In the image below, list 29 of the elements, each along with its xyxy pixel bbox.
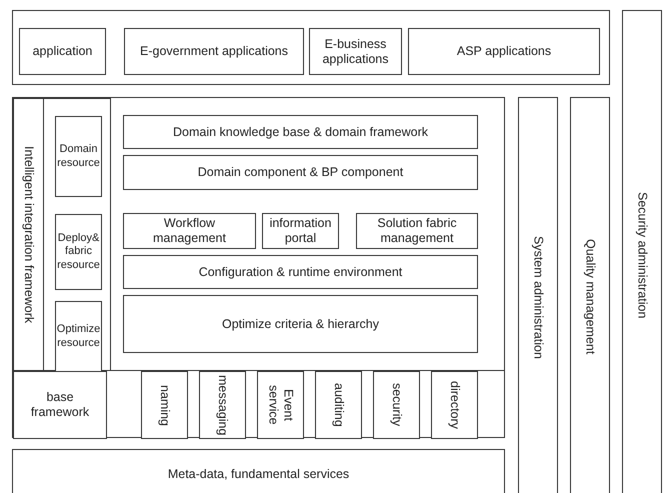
component-box: application	[19, 28, 106, 75]
component-box: Configuration & runtime environment	[123, 255, 478, 289]
component-box: ASP applications	[408, 28, 600, 75]
layer-frame	[43, 98, 111, 371]
component-box: Meta-data, fundamental services	[12, 449, 505, 493]
layer-frame	[12, 10, 610, 85]
component-box: Domain resource	[55, 116, 102, 197]
vertical-label-box: Quality management	[570, 97, 610, 493]
layer-frame	[12, 97, 505, 438]
vertical-label-box: directory	[431, 371, 478, 439]
component-box: base framework	[13, 371, 107, 439]
component-box: Optimize resource	[55, 301, 102, 372]
component-box: Domain knowledge base & domain framework	[123, 115, 478, 149]
component-box: E-government applications	[124, 28, 304, 75]
vertical-label-box: System administration	[518, 97, 558, 493]
vertical-label-box: naming	[141, 371, 188, 439]
component-box: Optimize criteria & hierarchy	[123, 295, 478, 353]
component-box: Workflow management	[123, 213, 256, 249]
vertical-label-box: Intelligent integration framework	[13, 98, 44, 371]
vertical-label-box: Security administration	[622, 10, 662, 493]
component-box: E-business applications	[309, 28, 402, 75]
vertical-label-box: Event service	[257, 371, 304, 439]
vertical-label-box: messaging	[199, 371, 246, 439]
component-box: Solution fabric management	[356, 213, 478, 249]
vertical-label-box: auditing	[315, 371, 362, 439]
component-box: Deploy& fabric resource	[55, 214, 102, 290]
vertical-label-box: security	[373, 371, 420, 439]
component-box: Domain component & BP component	[123, 155, 478, 190]
component-box: information portal	[262, 213, 339, 249]
